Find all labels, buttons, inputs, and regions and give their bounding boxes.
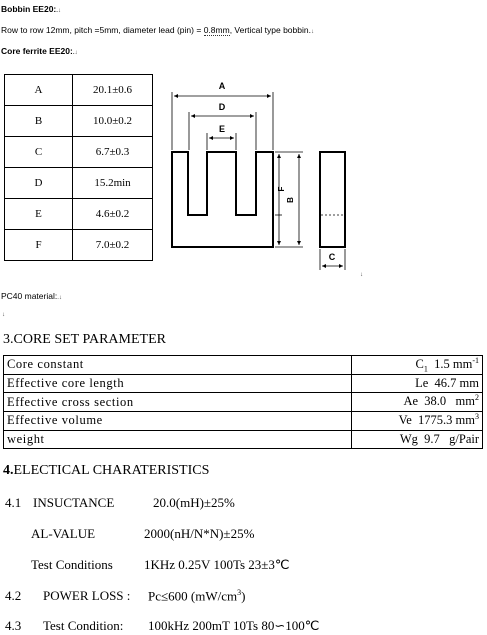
pin-diameter: 0.8mm (203, 25, 230, 36)
test-conditions-value: 1KHz 0.25V 100Ts 23±3℃ (144, 557, 290, 572)
parameter-amount: 1775.3 mm (418, 413, 475, 428)
parameter-name: Effective cross section (3, 392, 352, 412)
parameter-amount: 9.7 g/Pair (424, 431, 479, 446)
label-e: E (219, 124, 225, 134)
parameter-unit-exponent: 2 (475, 393, 479, 403)
parameter-name: Core constant (3, 355, 352, 375)
dimension-key: D (4, 167, 73, 199)
parameter-amount: 38.0 mm (424, 394, 475, 409)
parameter-symbol: Le (415, 375, 429, 390)
al-value: 2000(nH/N*N)±25% (144, 526, 255, 541)
parameter-name: Effective core length (3, 373, 352, 394)
parameter-unit-exponent: -1 (472, 356, 479, 365)
core-drawing: A D E C F B (171, 81, 346, 270)
section4-title: 4.ELECTICAL CHARATERISTICS (3, 463, 210, 478)
label-f: F (277, 186, 286, 191)
test-condition-label: Test Condition: (43, 618, 124, 633)
label-d: D (219, 102, 226, 112)
label-a: A (219, 81, 226, 91)
label-c: C (329, 252, 336, 262)
core-heading: Core ferrite EE20:.↓ (1, 46, 78, 56)
parameter-name: Effective volume (3, 410, 352, 431)
dimension-value: 6.7±0.3 (72, 136, 153, 168)
dimension-value: 4.6±0.2 (72, 198, 153, 230)
pc40-label: PC40 material:.↓ (1, 291, 62, 301)
dimension-key: E (4, 198, 73, 230)
parameter-unit-exponent: 3 (475, 411, 479, 421)
dimension-key: C (4, 136, 73, 168)
paragraph-mark: ↓ (360, 272, 363, 278)
parameter-symbol: Wg (399, 431, 418, 446)
parameter-value: C1 1.5 mm-1 (351, 355, 483, 375)
dimension-value: 10.0±0.2 (72, 105, 153, 137)
inductance-value: 20.0(mH)±25% (153, 495, 235, 510)
inductance-label: INSUCTANCE (33, 495, 115, 510)
bobbin-heading: Bobbin EE20:.↓ (1, 4, 61, 14)
parameter-value: Ae 38.0 mm2 (351, 392, 483, 412)
power-loss-label: POWER LOSS : (43, 588, 131, 603)
parameter-symbol: C (415, 357, 424, 372)
dimension-value: 20.1±0.6 (72, 74, 153, 106)
dimension-key: A (4, 74, 73, 106)
inductance-line: 4.1 (5, 495, 22, 510)
parameter-value: Le 46.7 mm (351, 373, 483, 394)
section3-title: 3.CORE SET PARAMETER (3, 332, 166, 347)
parameter-value: Ve 1775.3 mm3 (351, 410, 483, 431)
power-loss-value: Pc≤600 (mW/cm3) (148, 588, 246, 604)
parameter-symbol: Ve (398, 413, 412, 428)
test-condition-number: 4.3 (5, 618, 22, 633)
bobbin-description: Row to row 12mm, pitch =5mm, diameter le… (1, 25, 314, 36)
dimension-key: B (4, 105, 73, 137)
parameter-symbol: Ae (403, 394, 419, 409)
parameter-amount: 46.7 mm (434, 375, 479, 390)
test-condition-value: 100kHz 200mT 10Ts 80∽100℃ (148, 618, 320, 633)
dimension-key: F (4, 229, 73, 261)
parameter-amount: 1.5 mm (434, 357, 473, 372)
dimension-value: 7.0±0.2 (72, 229, 153, 261)
al-value-label: AL-VALUE (31, 526, 96, 541)
power-loss-number: 4.2 (5, 588, 22, 603)
dimension-value: 15.2min (72, 167, 153, 199)
e-core-outline (171, 151, 274, 248)
parameter-name: weight (3, 429, 352, 450)
label-b: B (286, 197, 295, 203)
side-view-outline (319, 151, 346, 248)
test-conditions-label: Test Conditions (31, 557, 113, 572)
paragraph-mark: ↓ (2, 312, 5, 318)
parameter-symbol-subscript: 1 (423, 364, 428, 374)
parameter-value: Wg 9.7 g/Pair (351, 429, 483, 450)
